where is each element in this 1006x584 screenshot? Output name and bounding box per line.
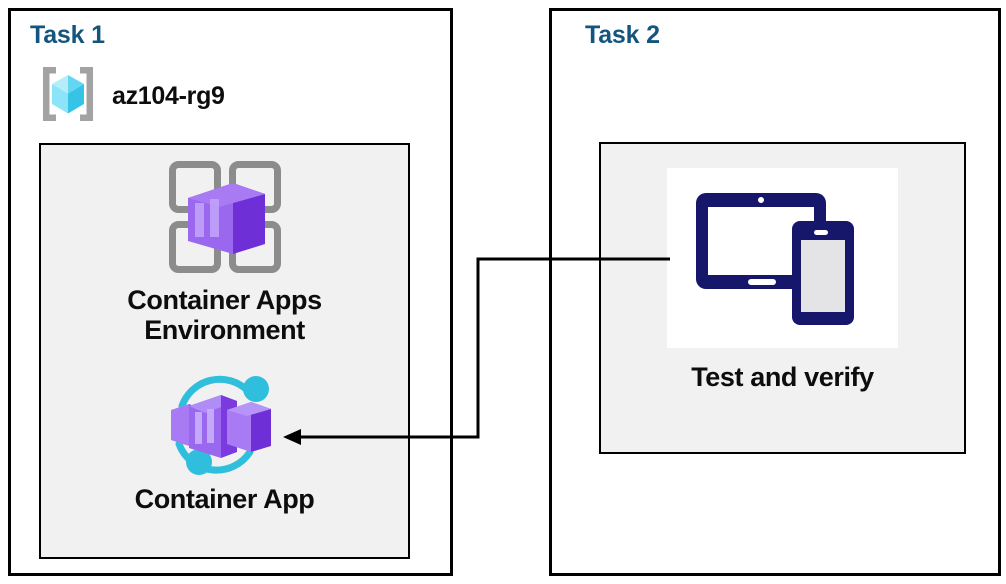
test-and-verify-node: Test and verify xyxy=(599,168,966,392)
container-apps-environment-label: Container Apps Environment xyxy=(127,285,322,346)
container-app-icon xyxy=(39,368,410,480)
container-app-label: Container App xyxy=(134,484,315,514)
resource-group-row: az104-rg9 xyxy=(36,62,225,131)
task-2-title: Task 2 xyxy=(585,21,660,49)
container-apps-environment-node: Container Apps Environment xyxy=(39,155,410,345)
container-app-node: Container App xyxy=(39,368,410,514)
test-and-verify-icon-wrap xyxy=(599,168,966,348)
test-and-verify-label: Test and verify xyxy=(691,362,874,392)
devices-tablet-phone-icon xyxy=(667,168,898,348)
container-apps-environment-icon xyxy=(39,155,410,279)
task-1-title: Task 1 xyxy=(30,21,105,49)
resource-group-label: az104-rg9 xyxy=(112,82,225,110)
resource-group-icon xyxy=(36,62,100,131)
